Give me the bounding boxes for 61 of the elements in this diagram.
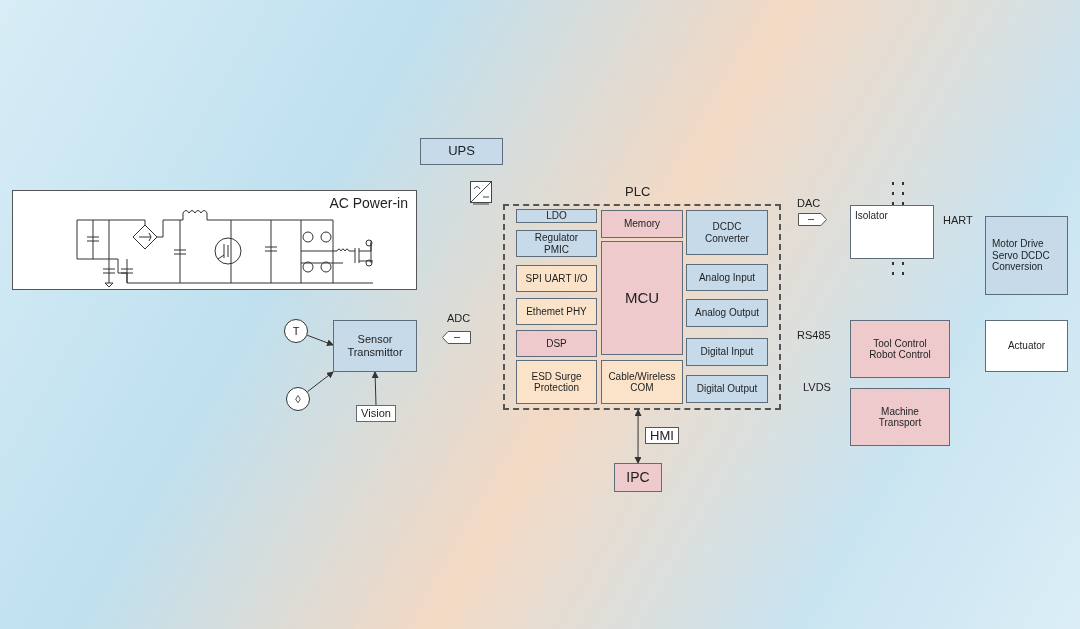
node-label: Tool Control Robot Control [868, 337, 932, 361]
signal-label: LVDS [803, 382, 831, 393]
block-box [686, 210, 768, 255]
block-box [985, 320, 1068, 372]
arrow [306, 334, 334, 347]
block-box [333, 320, 417, 372]
node-label: Sensor Transmittor [346, 333, 404, 359]
node-label: Regulator PMIC [533, 232, 580, 255]
node-label: DCDC Converter [704, 221, 750, 244]
block-box [516, 265, 597, 292]
arrow [634, 409, 642, 464]
block-box [516, 209, 597, 223]
node-label: T [292, 324, 300, 338]
block-box [686, 338, 768, 366]
node-label: Isolator [855, 210, 888, 222]
arrow [307, 371, 334, 393]
block-box [601, 210, 683, 238]
node-label: Actuator [1007, 340, 1046, 352]
node-label: Motor Drive Servo DCDC Conversion [992, 238, 1051, 273]
node-label: Memory [623, 218, 661, 230]
node-label: Analog Output [695, 307, 759, 319]
block-box [850, 205, 934, 259]
block-box [516, 360, 597, 404]
node-label: MCU [624, 289, 660, 307]
node-label: Ethemet PHY [526, 305, 587, 318]
block-box [686, 375, 768, 403]
block-box [601, 360, 683, 404]
block-box [516, 298, 597, 325]
block-box [686, 264, 768, 291]
node-label: SPI UART I/O [525, 272, 588, 285]
signal-label: DAC [797, 198, 821, 209]
signal-label: HART [943, 215, 973, 226]
node-label: Digital Input [700, 346, 754, 358]
node-label: Cable/Wireless COM [608, 370, 676, 394]
node-label: IPC [626, 469, 650, 486]
node-label: Analog Input [698, 271, 756, 284]
block-box [516, 330, 597, 357]
block-box [420, 138, 503, 165]
node-label: ◊ [295, 392, 301, 406]
edge-label: HMI [645, 427, 679, 444]
arrow [371, 371, 379, 406]
block-box [614, 463, 662, 492]
node-label: UPS [448, 144, 475, 159]
node-label: Vision [361, 407, 391, 420]
circuit-panel [12, 190, 417, 290]
node-label: Digital Output [696, 383, 758, 395]
block-box [985, 216, 1068, 295]
group-heading: PLC [625, 185, 651, 198]
block-box [850, 320, 950, 378]
block-box [516, 230, 597, 257]
node-label: AC Power-in [329, 195, 408, 211]
signal-label: ADC [447, 313, 471, 324]
block-box [601, 241, 683, 355]
block-box [686, 299, 768, 327]
block-box [356, 405, 396, 422]
node-label: Machine Transport [877, 405, 923, 429]
node-label: DSP [546, 337, 567, 350]
node-label: ESD Surge Protection [530, 370, 583, 394]
block-box [850, 388, 950, 446]
signal-label: RS485 [797, 330, 831, 341]
node-label: LDO [546, 211, 567, 221]
